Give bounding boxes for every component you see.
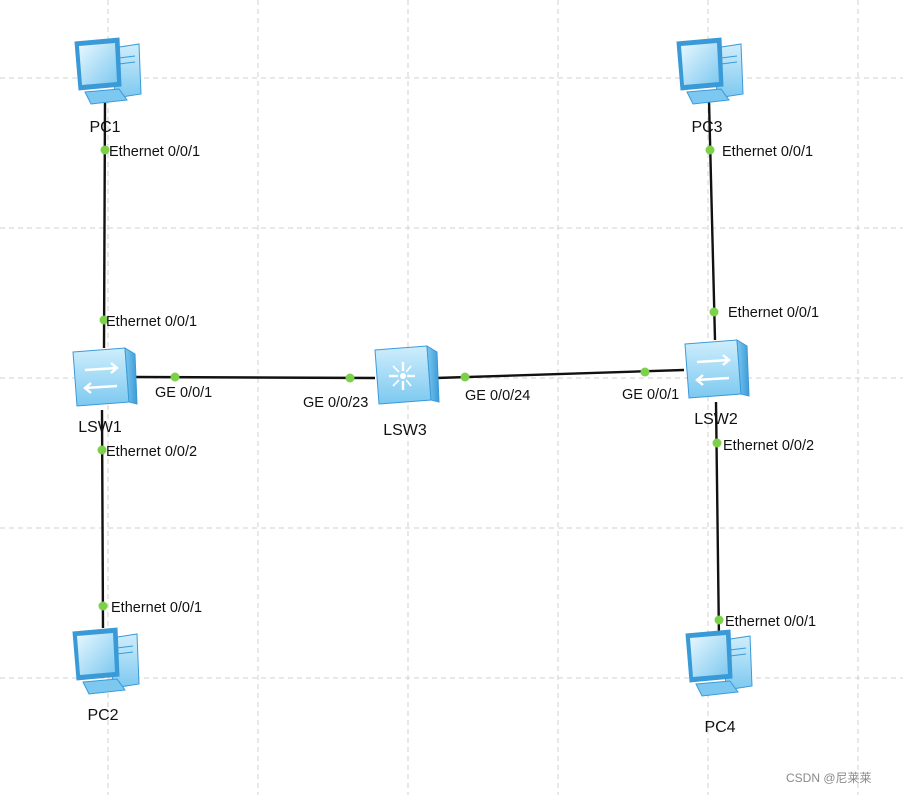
port-dot[interactable] — [460, 372, 470, 382]
port-dot[interactable] — [712, 438, 722, 448]
port-label: GE 0/0/1 — [622, 387, 679, 403]
pc-icon — [685, 629, 753, 697]
link-pc3-lsw2[interactable] — [707, 99, 717, 341]
port-dot[interactable] — [345, 373, 355, 383]
pc4-device[interactable] — [685, 629, 753, 697]
lsw3-device[interactable] — [374, 345, 440, 405]
port-label: Ethernet 0/0/1 — [111, 600, 202, 616]
pc2-device[interactable] — [72, 627, 140, 695]
lsw3-label: LSW3 — [383, 422, 427, 439]
port-label: Ethernet 0/0/1 — [722, 144, 813, 160]
link-lsw1-lsw3[interactable] — [133, 375, 376, 380]
lsw2-label: LSW2 — [694, 411, 738, 428]
port-dot[interactable] — [99, 315, 109, 325]
watermark: CSDN @尼莱莱 — [786, 771, 872, 785]
lsw1-label: LSW1 — [78, 419, 122, 436]
port-dot[interactable] — [709, 307, 719, 317]
port-dot[interactable] — [714, 615, 724, 625]
switch-icon — [374, 345, 440, 405]
pc3-device[interactable] — [676, 37, 744, 105]
port-dot[interactable] — [640, 367, 650, 377]
link-pc1-lsw1[interactable] — [102, 99, 107, 349]
port-dot[interactable] — [97, 445, 107, 455]
port-label: Ethernet 0/0/2 — [723, 438, 814, 454]
pc1-device[interactable] — [74, 37, 142, 105]
switch-icon — [684, 339, 750, 399]
port-label: GE 0/0/24 — [465, 388, 530, 404]
port-label: Ethernet 0/0/1 — [109, 144, 200, 160]
port-dot[interactable] — [100, 145, 110, 155]
switch-icon — [72, 347, 138, 407]
pc3-label: PC3 — [691, 119, 722, 136]
lsw2-device[interactable] — [684, 339, 750, 399]
port-label: GE 0/0/1 — [155, 385, 212, 401]
pc1-label: PC1 — [89, 119, 120, 136]
pc2-label: PC2 — [87, 707, 118, 724]
port-label: Ethernet 0/0/1 — [728, 305, 819, 321]
port-label: Ethernet 0/0/1 — [106, 314, 197, 330]
port-dot[interactable] — [170, 372, 180, 382]
port-dot[interactable] — [705, 145, 715, 155]
port-label: Ethernet 0/0/1 — [725, 614, 816, 630]
lsw1-device[interactable] — [72, 347, 138, 407]
port-label: GE 0/0/23 — [303, 395, 368, 411]
pc-icon — [72, 627, 140, 695]
link-pc4-lsw2[interactable] — [714, 401, 721, 641]
port-label: Ethernet 0/0/2 — [106, 444, 197, 460]
port-dot[interactable] — [98, 601, 108, 611]
pc-icon — [74, 37, 142, 105]
pc4-label: PC4 — [704, 719, 735, 736]
link-pc2-lsw1[interactable] — [100, 409, 105, 629]
pc-icon — [676, 37, 744, 105]
